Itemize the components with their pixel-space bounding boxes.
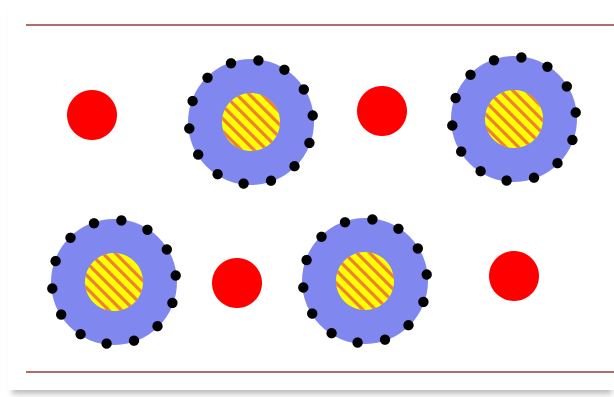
surface-dot — [129, 336, 139, 346]
surface-dot — [50, 256, 60, 266]
surface-dot — [562, 81, 572, 91]
surface-dot — [226, 58, 236, 68]
surface-dot — [238, 178, 248, 188]
surface-dot — [101, 338, 111, 348]
striped-core-hatching — [222, 93, 280, 151]
surface-dot — [152, 321, 162, 331]
surface-dot — [380, 335, 390, 345]
surface-dot — [552, 158, 562, 168]
surface-dot — [162, 244, 172, 254]
surface-dot — [393, 224, 403, 234]
surface-dot — [298, 282, 308, 292]
surface-dot — [418, 297, 428, 307]
surface-dot — [465, 70, 475, 80]
surface-dot — [308, 110, 318, 120]
surface-dot — [475, 166, 485, 176]
surface-dot — [307, 308, 317, 318]
red-particle — [212, 258, 262, 308]
surface-dot — [403, 320, 413, 330]
surface-dot — [289, 161, 299, 171]
surface-dot — [75, 329, 85, 339]
surface-dot — [529, 173, 539, 183]
surface-dot — [266, 176, 276, 186]
surface-dot — [167, 298, 177, 308]
striped-core-hatching — [485, 90, 543, 148]
surface-dot — [542, 62, 552, 72]
surface-dot — [456, 146, 466, 156]
surface-dot — [304, 138, 314, 148]
surface-dot — [571, 107, 581, 117]
surface-dot — [171, 270, 181, 280]
surface-dot — [299, 84, 309, 94]
surface-dot — [447, 120, 457, 130]
red-particle — [67, 90, 117, 140]
surface-dot — [279, 65, 289, 75]
surface-dot — [422, 269, 432, 279]
surface-dot — [450, 93, 460, 103]
surface-dot — [501, 175, 511, 185]
surface-dot — [56, 309, 66, 319]
striped-core-hatching — [85, 253, 143, 311]
surface-dot — [47, 283, 57, 293]
surface-dot — [367, 214, 377, 224]
surface-dot — [116, 215, 126, 225]
surface-dot — [193, 149, 203, 159]
surface-dot — [184, 123, 194, 133]
surface-dot — [253, 55, 263, 65]
surface-dot — [89, 218, 99, 228]
striped-core-hatching — [336, 252, 394, 310]
surface-dot — [340, 217, 350, 227]
surface-dot — [516, 52, 526, 62]
red-particle — [489, 251, 539, 301]
surface-dot — [413, 243, 423, 253]
surface-dot — [142, 225, 152, 235]
surface-dot — [212, 169, 222, 179]
surface-dot — [489, 55, 499, 65]
surface-dot — [187, 96, 197, 106]
red-particle — [357, 86, 407, 136]
surface-dot — [316, 232, 326, 242]
surface-dot — [202, 73, 212, 83]
surface-dot — [301, 255, 311, 265]
surface-dot — [567, 135, 577, 145]
surface-dot — [352, 337, 362, 347]
surface-dot — [65, 233, 75, 243]
surface-dot — [326, 328, 336, 338]
